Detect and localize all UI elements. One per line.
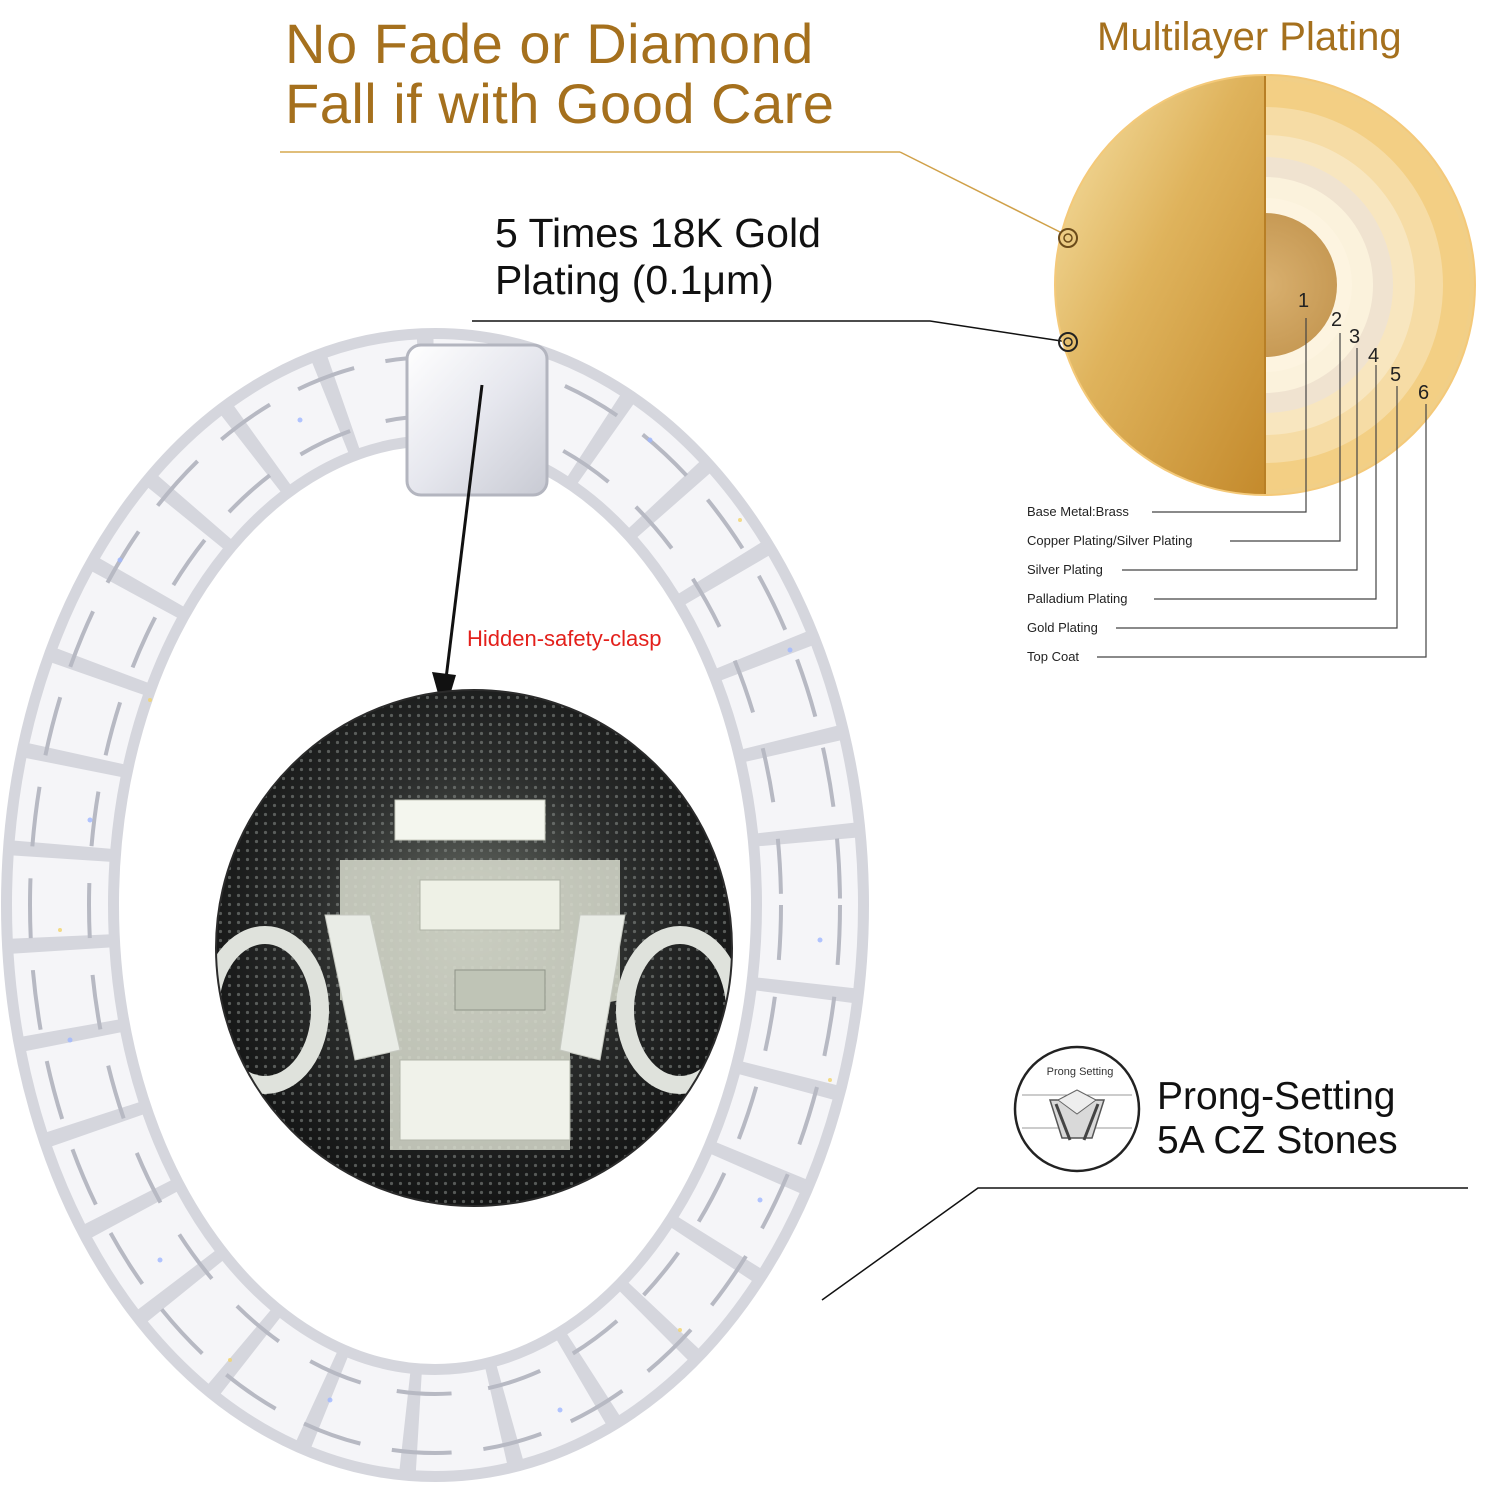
hidden-clasp-label: Hidden-safety-clasp	[467, 626, 662, 651]
plating-leader-line	[472, 320, 1069, 343]
layer-legend-item: Top Coat	[1027, 649, 1080, 664]
headline-leader-line	[899, 151, 1069, 237]
prong-badge-text: Prong Setting	[1047, 1066, 1114, 1078]
prong-setting-caption: Prong-Setting 5A CZ Stones	[1157, 1075, 1398, 1163]
layer-legend-item: Gold Plating	[1027, 620, 1098, 635]
headline-connector-dot	[1058, 228, 1078, 248]
layer-number-3: 3	[1349, 326, 1361, 348]
layer-legend: Base Metal:Brass Copper Plating/Silver P…	[1027, 502, 1192, 676]
multilayer-title: Multilayer Plating	[1097, 15, 1402, 59]
layer-number-6: 6	[1418, 382, 1430, 404]
prong-setting-badge: Prong Setting	[1013, 1045, 1141, 1173]
gold-plating-line-1: 5 Times 18K Gold	[495, 210, 821, 256]
layer-legend-item: Base Metal:Brass	[1027, 504, 1129, 519]
layer-legend-item: Copper Plating/Silver Plating	[1027, 533, 1193, 548]
prong-leader-line	[821, 1187, 1468, 1301]
gold-plating-caption: 5 Times 18K Gold Plating (0.1μm)	[495, 210, 821, 304]
layer-legend-item: Palladium Plating	[1027, 591, 1128, 606]
clasp-closeup-photo	[215, 689, 733, 1207]
headline-line-2: Fall if with Good Care	[285, 72, 835, 135]
layer-number-5: 5	[1390, 364, 1402, 386]
gold-plating-line-2: Plating (0.1μm)	[495, 257, 774, 303]
layer-number-4: 4	[1368, 345, 1380, 367]
plating-cross-section-diagram	[1054, 74, 1476, 496]
prong-setting-line-1: Prong-Setting	[1157, 1075, 1396, 1118]
layer-legend-leaders	[1097, 318, 1427, 658]
headline-line-1: No Fade or Diamond	[285, 12, 814, 75]
layer-legend-item: Silver Plating	[1027, 562, 1103, 577]
headline: No Fade or Diamond Fall if with Good Car…	[285, 14, 834, 134]
plating-connector-dot	[1058, 332, 1078, 352]
layer-number-1: 1	[1298, 290, 1310, 312]
layer-number-2: 2	[1331, 309, 1343, 331]
prong-setting-line-2: 5A CZ Stones	[1157, 1119, 1398, 1162]
